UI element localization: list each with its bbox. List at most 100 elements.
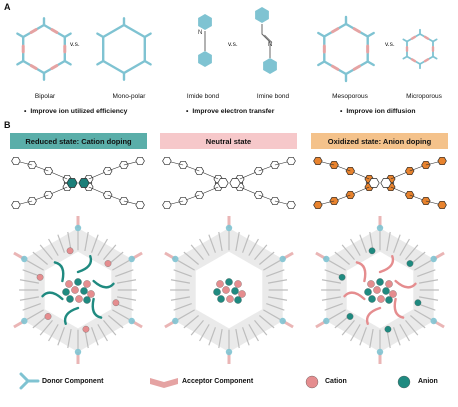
bipolar-framework-stub (16, 32, 25, 39)
bullet-ion-diffusion: •Improve ion diffusion (340, 108, 416, 115)
oxidized-molecule-ring (437, 156, 447, 166)
bullet-dot: • (24, 108, 27, 115)
reduced-pore-chain (39, 320, 53, 336)
vs-label-2: v.s. (228, 41, 238, 48)
microporous-framework-acceptor-segment (410, 35, 417, 40)
neutral-pore-chain (218, 231, 223, 252)
reduced-pore-chain (112, 260, 130, 271)
neutral-pore-chain (208, 234, 216, 253)
reduced-pore-vertex (74, 224, 82, 232)
imine-upper-ring (255, 7, 269, 23)
monopolar-framework-stub (143, 59, 152, 66)
reduced-state-box: Reduced state: Cation doping (10, 133, 147, 149)
reduced-pore-chain (26, 309, 44, 320)
oxidized-pore-vertex (376, 348, 384, 356)
oxidized-pore-chain (359, 327, 367, 346)
reduced-molecule-ring (119, 160, 129, 170)
neutral-pore (164, 216, 294, 364)
anion-symbol (397, 375, 411, 389)
anion-ball (217, 295, 225, 303)
reduced-molecule-ring (11, 200, 21, 210)
mesoporous-framework-ring (323, 22, 369, 76)
neutral-molecule-ring (162, 156, 172, 166)
reduced-pore-chain (22, 303, 41, 311)
caption-imide-bond: Imide bond (186, 93, 220, 100)
oxidized-molecule-ring (380, 178, 392, 188)
vs-label-1: v.s. (70, 41, 80, 48)
oxidized-molecule-ring (313, 156, 323, 166)
anion-ball (364, 288, 372, 296)
oxidized-pore-chain (334, 251, 350, 265)
neutral-pore-chain (190, 244, 204, 260)
anion-ball (346, 313, 354, 320)
caption-mesoporous: Mesoporous (332, 93, 368, 100)
imine-bond-line (261, 24, 271, 58)
caption-imine-bond: Imine bond (256, 93, 290, 100)
cation-ball (82, 325, 90, 333)
imine-lower-ring (263, 58, 277, 74)
microporous-framework-stub (402, 55, 408, 60)
neutral-pore-chain (183, 251, 199, 265)
anion-ball (376, 278, 384, 286)
reduced-pore-chain (48, 238, 59, 256)
bullet-ion-efficiency: •Improve ion utilized efficiency (24, 108, 127, 115)
oxidized-pore-chain (321, 279, 342, 284)
reduced-molecule-ring (78, 178, 90, 188)
neutral-pore-chain (208, 327, 216, 346)
reduced-pore-chain (91, 234, 99, 253)
neutral-pore-chain (183, 315, 199, 329)
microporous-framework-acceptor-segment (423, 35, 430, 40)
oxidized-pore-chain (414, 309, 432, 320)
oxidized-molecule (313, 156, 447, 210)
anion-ball (368, 247, 376, 255)
reduced-pore-vertex (21, 317, 28, 325)
reduced-pore-chain (97, 238, 108, 256)
reduced-pore-chain (108, 315, 124, 329)
panel-b-letter: B (4, 120, 11, 130)
neutral-molecule-ring (286, 200, 296, 210)
neutral-pore-chain (199, 324, 210, 342)
bipolar-framework-stub (16, 59, 25, 66)
reduced-molecule-ring (66, 178, 78, 188)
reduced-pore-vertex (128, 255, 135, 263)
oxidized-pore-migration-arrow (378, 255, 395, 274)
oxidized-pore-vertex (430, 255, 437, 263)
oxidized-pore-migration-arrow (343, 291, 366, 301)
microporous-framework (402, 28, 438, 70)
legend-donor-label: Donor Component (42, 378, 104, 385)
legend-anion-label: Anion (418, 378, 438, 385)
neutral-pore-chain (266, 303, 285, 311)
cation-ball (104, 260, 112, 267)
neutral-state-box: Neutral state (160, 133, 297, 149)
neutral-pore-chain (263, 309, 281, 320)
legend-symbols (19, 372, 411, 390)
reduced-pore-migration-arrow (63, 306, 80, 325)
neutral-pore-chain (173, 269, 192, 277)
reduced-pore-chain (67, 328, 72, 349)
monopolar-framework-stub (143, 32, 152, 39)
imide-upper-ring (198, 14, 212, 30)
mesoporous-framework-stub (317, 31, 326, 38)
reduced-pore-chain (57, 234, 65, 253)
anion-ball (225, 278, 233, 286)
cation-ball (238, 290, 246, 298)
anion-ball (80, 287, 88, 295)
reduced-pore-chain (19, 279, 40, 284)
neutral-pore-chain (242, 327, 250, 346)
oxidized-pore-chain (350, 238, 361, 256)
neutral-pore-chain (242, 234, 250, 253)
neutral-pore-chain (263, 260, 281, 271)
bipolar-framework (16, 17, 72, 81)
mesoporous-framework-acceptor-segment (352, 64, 361, 71)
caption-bipolar: Bipolar (34, 93, 56, 100)
anion-ball (384, 325, 392, 333)
oxidized-pore-migration-arrow (394, 279, 417, 289)
reduced-pore-chain (116, 296, 137, 301)
neutral-pore-chain (235, 231, 240, 252)
cation-ball (71, 286, 79, 294)
neutral-molecule-ring (162, 200, 172, 210)
mesoporous-framework-stub (366, 31, 375, 38)
neutral-pore-chain (267, 296, 288, 301)
cation-ball (112, 299, 120, 307)
